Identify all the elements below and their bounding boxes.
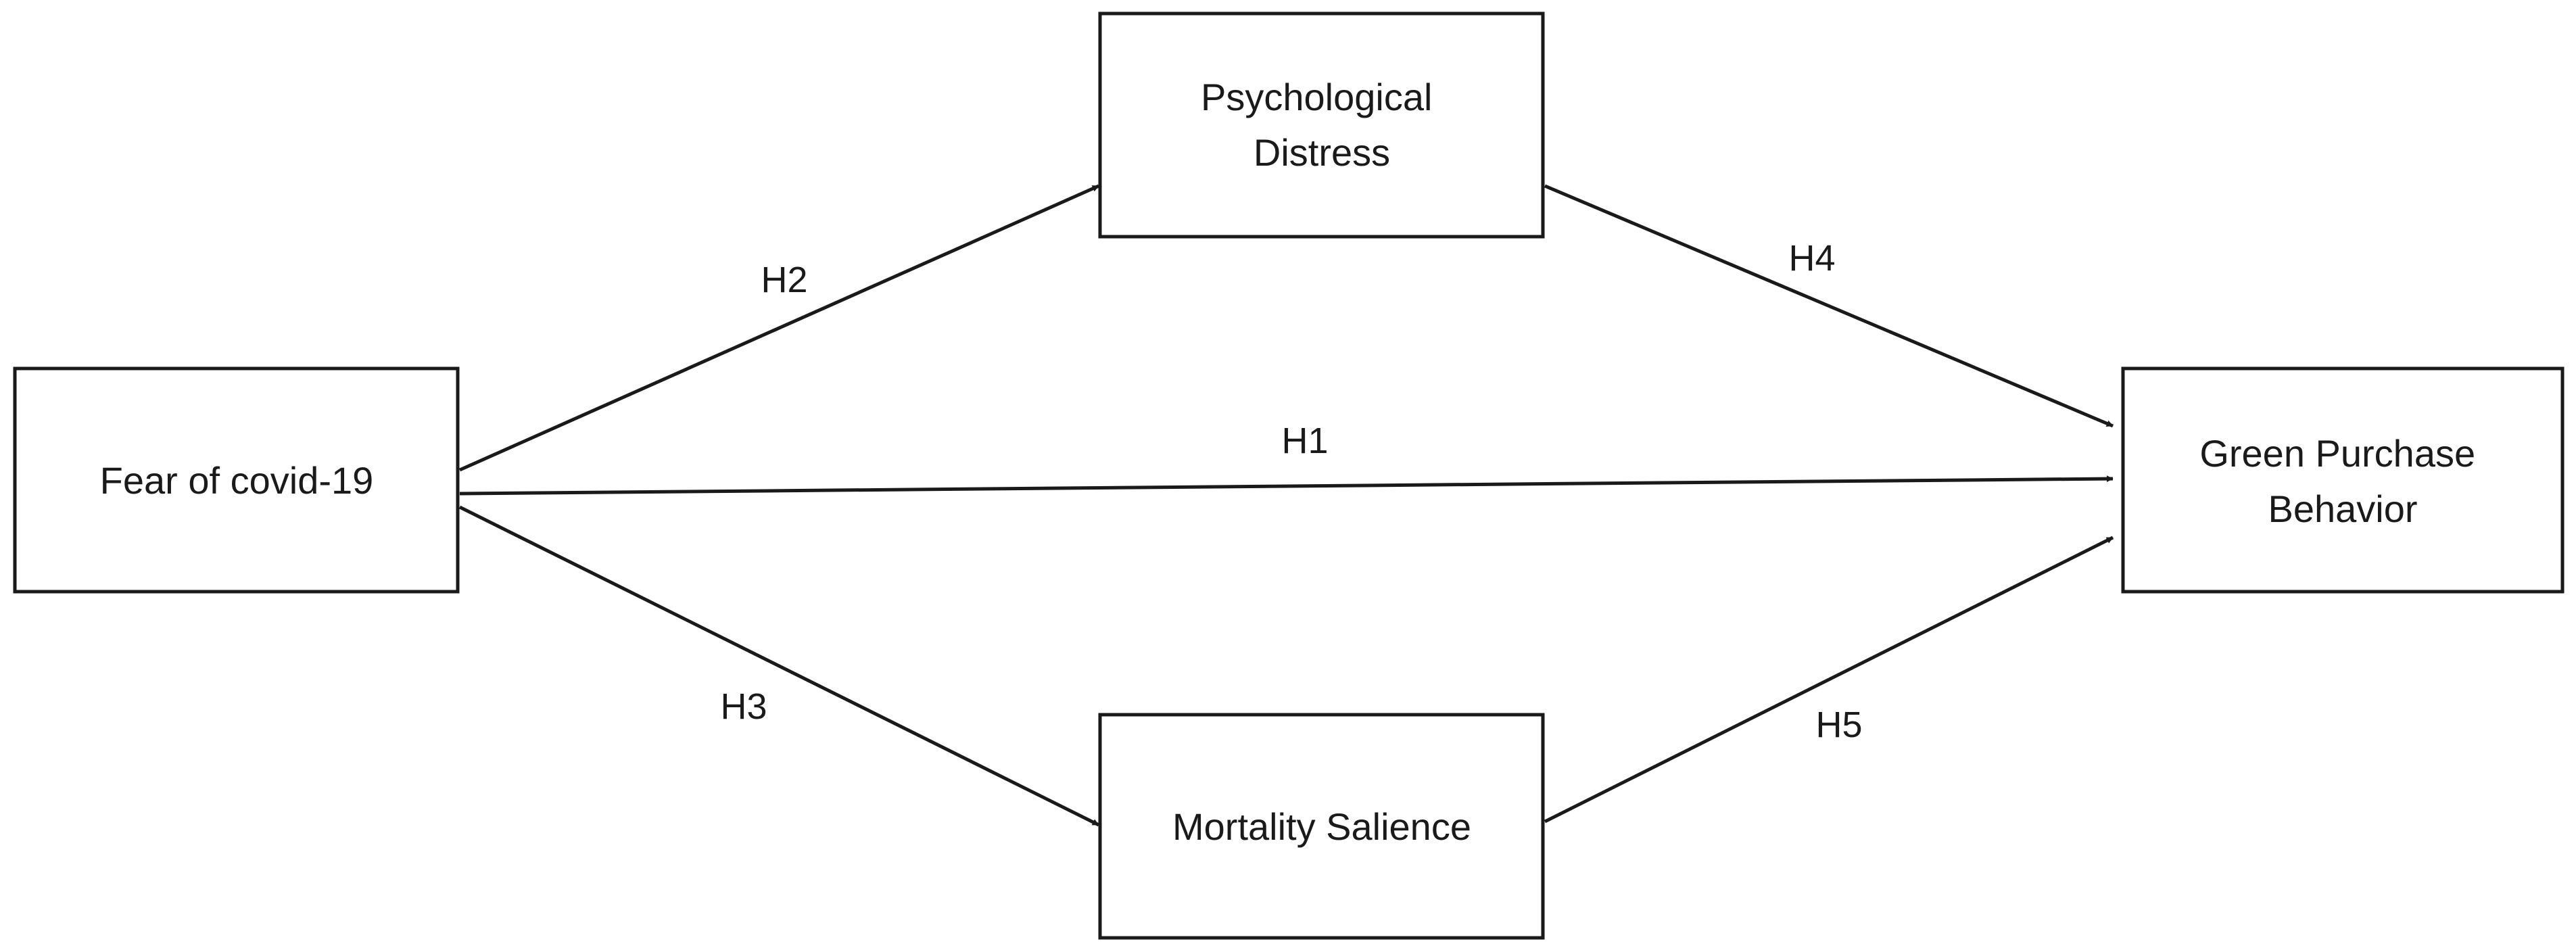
node-psychological-distress-label: Psychological Distress [1201,76,1443,174]
node-fear-of-covid-line-1: Fear of covid-19 [100,459,374,502]
edge-h2-line [458,184,1100,472]
node-mortality-salience: Mortality Salience [1098,713,1545,940]
edge-h1: H1 [459,421,2114,496]
node-fear-of-covid-box [13,366,460,594]
edge-h4: H4 [1544,184,2114,428]
node-green-purchase-behavior: Green Purchase Behavior [2121,366,2565,594]
node-green-purchase-behavior-line-2: Behavior [2268,488,2417,530]
edge-h4-label: H4 [1788,238,1835,279]
edge-h5-label: H5 [1815,705,1862,745]
edge-h5-line [1544,536,2114,824]
node-fear-of-covid: Fear of covid-19 [13,366,460,594]
node-green-purchase-behavior-line-1: Green Purchase [2199,432,2475,475]
edge-h1-line [459,475,2114,496]
edge-h5: H5 [1544,536,2114,824]
node-psychological-distress: Psychological Distress [1098,11,1545,239]
node-green-purchase-behavior-box [2121,366,2565,594]
node-psychological-distress-box [1098,11,1545,239]
edge-h3-label: H3 [720,686,767,727]
node-fear-of-covid-label: Fear of covid-19 [100,459,374,502]
edge-h2: H2 [458,184,1100,472]
node-psychological-distress-line-1: Psychological [1201,76,1432,118]
edge-h2-label: H2 [761,260,807,300]
edge-h1-label: H1 [1281,421,1328,461]
edge-h3: H3 [458,505,1100,827]
node-green-purchase-behavior-label: Green Purchase Behavior [2199,432,2485,530]
node-mortality-salience-box [1098,713,1545,940]
node-mortality-salience-label: Mortality Salience [1172,805,1471,848]
edge-h3-line [458,505,1100,827]
edge-h4-line [1544,184,2114,428]
node-psychological-distress-line-2: Distress [1254,131,1390,174]
node-mortality-salience-line-1: Mortality Salience [1172,805,1471,848]
